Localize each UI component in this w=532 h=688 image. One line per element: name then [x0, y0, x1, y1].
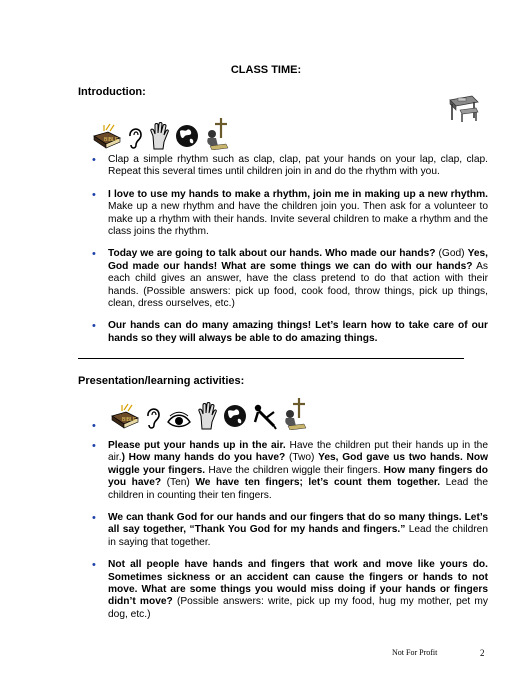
praying-cross-icon	[285, 398, 307, 430]
list-item: Please put your hands up in the air. Hav…	[92, 440, 488, 502]
introduction-icon-row: BIBLE	[92, 116, 230, 150]
empty-bullet: •	[92, 420, 96, 432]
bullet-bold-text: ) How many hands do you have?	[121, 452, 286, 464]
praying-cross-icon	[207, 118, 229, 150]
bullet-bold-text: How many fingers do you have?	[108, 464, 488, 489]
footer-label: Not For Profit	[392, 648, 438, 657]
svg-text:BIBLE: BIBLE	[122, 417, 137, 423]
introduction-heading: Introduction:	[78, 86, 146, 98]
bullet-text: (Two)	[285, 452, 319, 464]
bullet-text: As each child gives an answer, have the …	[108, 260, 488, 310]
ear-icon	[147, 408, 160, 429]
bullet-bold-text: Yes, God gave us two hands. Now wiggle y…	[108, 452, 488, 476]
introduction-list: Clap a simple rhythm such as clap, clap,…	[92, 154, 488, 355]
bullet-text: (Ten)	[161, 477, 196, 489]
hand-icon	[198, 402, 217, 430]
hand-icon	[150, 122, 169, 150]
section-divider	[78, 358, 464, 359]
globe-icon	[224, 405, 246, 427]
list-item: Today we are going to talk about our han…	[92, 248, 488, 310]
bullet-bold-text: Please put your hands up in the air.	[108, 440, 286, 451]
globe-icon	[176, 125, 198, 147]
bullet-text: (Possible answers: write, pick up my foo…	[108, 596, 488, 620]
list-item: Not all people have hands and fingers th…	[92, 559, 488, 621]
bullet-bold-text: I love to use my hands to make a rhythm,…	[108, 188, 488, 200]
bullet-text: Lead the children in counting their ten …	[108, 477, 488, 501]
svg-text:BIBLE: BIBLE	[104, 137, 119, 143]
bullet-bold-text: Today we are going to talk about our han…	[108, 248, 436, 260]
bullet-text: Have the children put their hands up in …	[108, 440, 488, 464]
bible-icon: BIBLE	[93, 123, 121, 149]
presentation-icon-row: BIBLE	[110, 396, 308, 430]
stretch-icon	[253, 404, 277, 430]
bible-icon: BIBLE	[111, 403, 139, 429]
list-item: I love to use my hands to make a rhythm,…	[92, 189, 488, 239]
bullet-bold-text: We can thank God for our hands and our f…	[108, 512, 488, 536]
list-item: We can thank God for our hands and our f…	[92, 512, 488, 549]
bullet-text: Make up a new rhythm and have the childr…	[108, 201, 488, 238]
bullet-bold-text: We have ten fingers; let’s count them to…	[195, 477, 441, 489]
bullet-text: Clap a simple rhythm such as clap, clap,…	[108, 154, 488, 178]
school-desk-icon	[449, 95, 479, 122]
bullet-text: (God)	[435, 248, 468, 260]
bullet-bold-text: Yes, God made our hands! What are some t…	[108, 248, 488, 272]
page-title: CLASS TIME:	[230, 64, 302, 76]
bullet-text: Have the children wiggle their fingers.	[205, 464, 384, 476]
bullet-bold-text: Not all people have hands and fingers th…	[108, 559, 488, 608]
presentation-list: Please put your hands up in the air. Hav…	[92, 440, 488, 631]
list-item: Clap a simple rhythm such as clap, clap,…	[92, 154, 488, 179]
presentation-heading: Presentation/learning activities:	[78, 375, 245, 387]
list-item: Our hands can do many amazing things! Le…	[92, 320, 488, 345]
bullet-bold-text: Our hands can do many amazing things! Le…	[108, 320, 488, 344]
page-number: 2	[480, 648, 485, 658]
bullet-text: Lead the children in saying that togethe…	[108, 524, 489, 548]
eye-icon	[167, 411, 191, 428]
ear-icon	[129, 128, 142, 149]
